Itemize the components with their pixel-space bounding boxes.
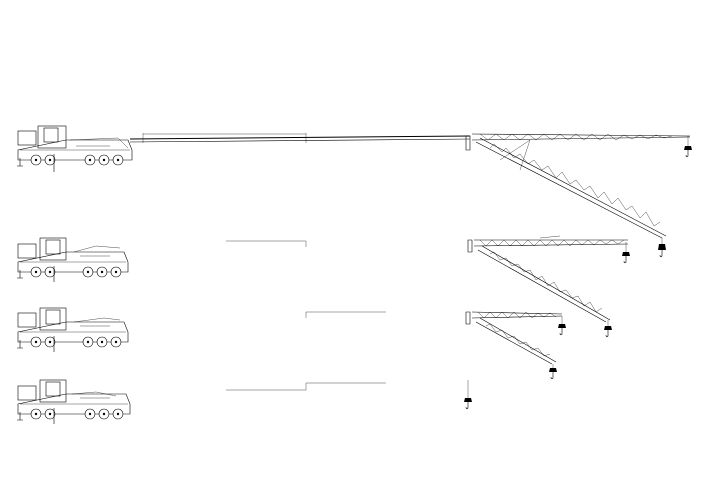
config-2	[17, 235, 630, 338]
crane-hook-icon	[558, 316, 566, 336]
lattice-jib	[467, 235, 629, 323]
crane-hook-icon	[658, 238, 666, 258]
lattice-jib	[465, 311, 563, 365]
lattice-jib	[465, 133, 691, 239]
telescopic-boom	[129, 135, 471, 140]
crane-hook-icon	[604, 320, 612, 338]
crane-hook-icon	[464, 398, 472, 410]
crane-truck-icon	[17, 237, 129, 282]
crane-truck-icon	[17, 307, 129, 352]
crane-hook-icon	[549, 364, 557, 380]
crane-hook-icon	[684, 136, 692, 158]
config-4	[17, 379, 472, 424]
config-1	[17, 125, 692, 258]
crane-truck-icon	[17, 125, 133, 172]
config-3	[17, 307, 566, 380]
crane-truck-icon	[17, 379, 131, 424]
crane-hook-icon	[622, 242, 630, 264]
